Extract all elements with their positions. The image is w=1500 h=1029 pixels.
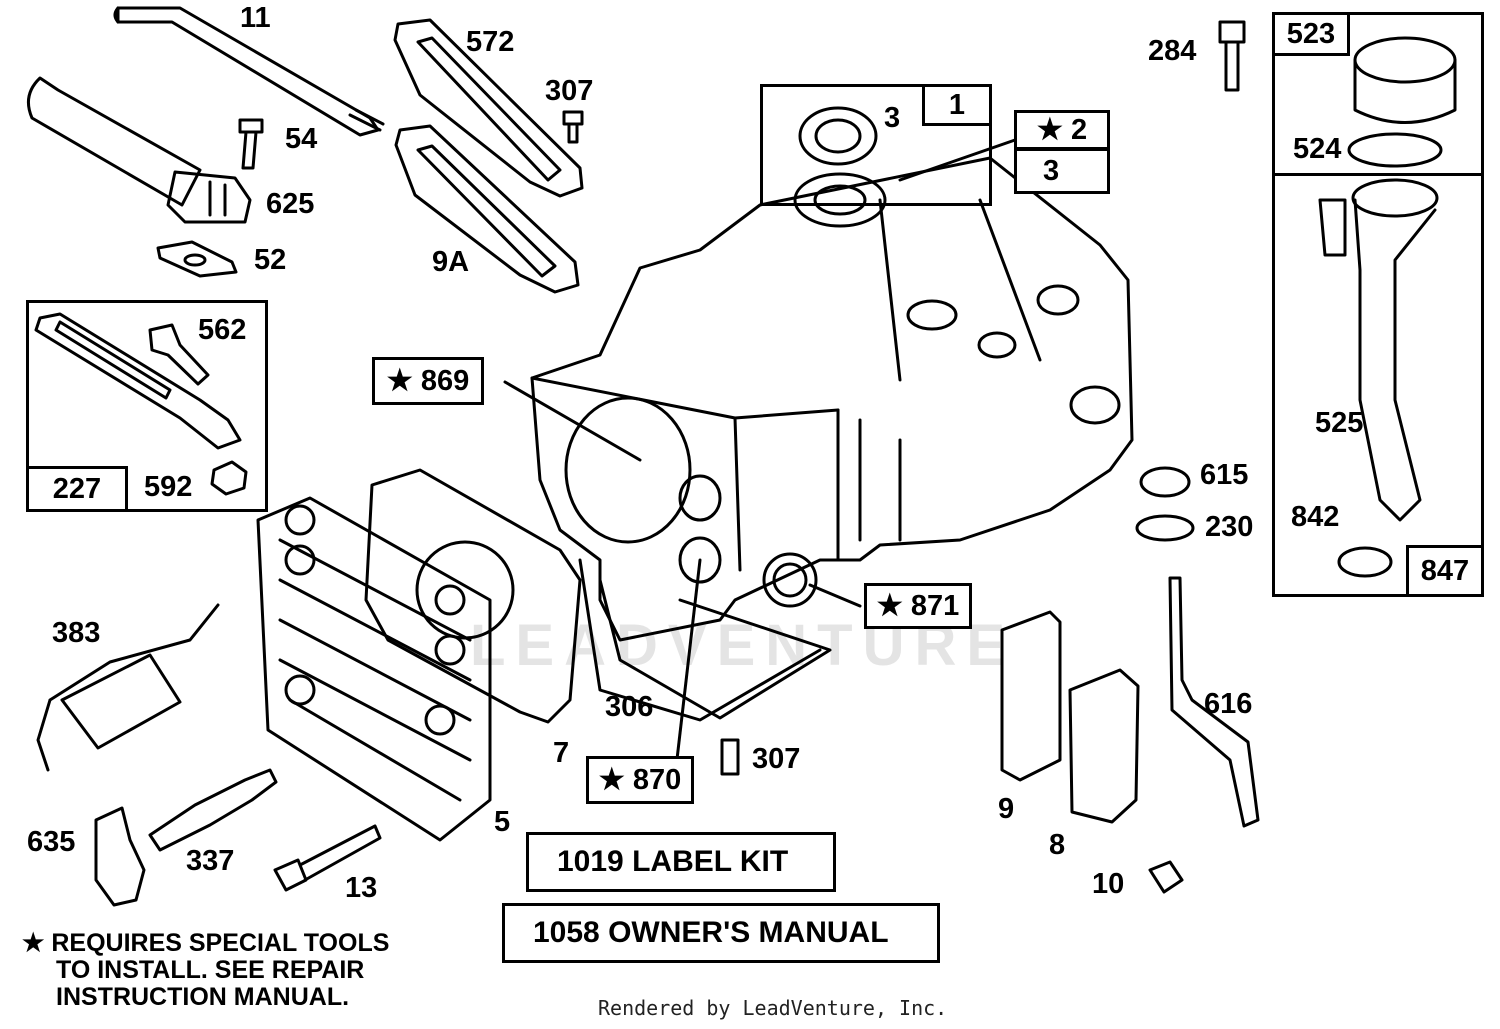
part-227-bracket — [34, 312, 248, 496]
label-871: 871 — [877, 591, 959, 621]
part-306-shroud — [598, 578, 832, 720]
leader-870 — [674, 558, 702, 770]
part-5-cylinder-head — [256, 496, 492, 842]
label-227: 227 — [52, 472, 102, 505]
label-5: 5 — [494, 806, 511, 838]
part-307-bolt-bottom — [720, 738, 740, 776]
owners-manual-box: 1058 OWNER'S MANUAL — [502, 903, 940, 963]
label-847: 847 — [1420, 554, 1470, 587]
special-tools-note: REQUIRES SPECIAL TOOLS TO INSTALL. SEE R… — [22, 930, 389, 1011]
label-10: 10 — [1092, 868, 1125, 900]
credit-text: Rendered by LeadVenture, Inc. — [598, 996, 948, 1020]
label-13: 13 — [345, 872, 378, 904]
part-13-bolt — [273, 824, 382, 892]
label-227-box: 227 — [26, 466, 128, 512]
part-52-gasket — [156, 240, 238, 278]
label-383: 383 — [52, 617, 101, 649]
note-line-2: TO INSTALL. SEE REPAIR — [56, 956, 365, 984]
leader-869 — [503, 380, 642, 462]
label-230: 230 — [1205, 511, 1254, 543]
label-11: 11 — [240, 2, 271, 34]
frame-227-kit — [26, 300, 268, 512]
label-562: 562 — [198, 314, 247, 346]
label-625: 625 — [266, 188, 315, 220]
part-307-bolt-top — [562, 110, 584, 144]
part-9a-gasket — [394, 124, 580, 294]
label-306: 306 — [605, 691, 654, 723]
label-337: 337 — [186, 845, 235, 877]
part-230-washer — [1135, 514, 1195, 542]
label-615: 615 — [1200, 459, 1249, 491]
label-635: 635 — [27, 826, 76, 858]
label-kit-text: 1019 LABEL KIT — [557, 845, 789, 878]
part-635-boot — [94, 806, 146, 907]
part-7-head-gasket — [364, 468, 582, 724]
leader-871 — [808, 583, 862, 608]
label-9a: 9A — [432, 246, 470, 278]
label-523: 523 — [1286, 17, 1336, 50]
part-3-oil-seal — [798, 106, 878, 166]
label-870-box: 870 — [586, 756, 694, 804]
label-kit-box: 1019 LABEL KIT — [526, 832, 836, 892]
label-3-seal: 3 — [884, 102, 901, 134]
part-383-lead — [36, 603, 220, 772]
owners-manual-text: 1058 OWNER'S MANUAL — [533, 916, 889, 949]
part-523-cap — [1353, 36, 1457, 124]
part-cylinder-block — [530, 156, 1134, 722]
label-9: 9 — [998, 793, 1015, 825]
part-525-dipstick-tube — [1318, 178, 1439, 522]
label-524: 524 — [1293, 133, 1342, 165]
label-870: 870 — [599, 765, 681, 795]
label-523-box: 523 — [1272, 12, 1350, 56]
part-572-gasket — [393, 18, 584, 198]
label-842: 842 — [1291, 501, 1340, 533]
label-8: 8 — [1049, 829, 1066, 861]
label-3-kit: 3 — [1043, 154, 1060, 187]
label-871-box: 871 — [864, 583, 972, 629]
leader-2 — [898, 138, 1017, 182]
part-337-spark-plug — [148, 768, 278, 852]
part-284-bolt — [1218, 20, 1246, 92]
label-1: 1 — [948, 88, 966, 121]
label-525: 525 — [1315, 407, 1364, 439]
part-616-governor — [1168, 576, 1260, 828]
label-869: 869 — [387, 366, 469, 396]
label-1-box: 1 — [922, 84, 992, 126]
label-307-bottom: 307 — [752, 743, 801, 775]
label-847-box: 847 — [1406, 545, 1484, 597]
part-615-washer — [1139, 466, 1191, 498]
part-8-cover — [1068, 668, 1140, 824]
frame-523-divider — [1272, 12, 1484, 176]
part-9-gasket — [1000, 610, 1062, 782]
label-52: 52 — [254, 244, 287, 276]
label-869-box: 869 — [372, 357, 484, 405]
label-284: 284 — [1148, 35, 1197, 67]
label-307-top: 307 — [545, 75, 594, 107]
part-524-seal — [1347, 132, 1443, 168]
label-7: 7 — [553, 737, 570, 769]
part-842-o-ring — [1337, 546, 1393, 578]
label-572: 572 — [466, 26, 515, 58]
part-625-breather-tube — [26, 76, 252, 224]
part-11-tube — [113, 6, 385, 137]
label-2-box: 2 — [1014, 110, 1110, 150]
label-2: 2 — [1037, 115, 1087, 145]
frame-1-kit — [760, 84, 992, 206]
note-line-3: INSTRUCTION MANUAL. — [56, 983, 350, 1011]
note-line-1: REQUIRES SPECIAL TOOLS — [22, 930, 389, 957]
part-54-bolt — [238, 118, 264, 170]
part-10-bolt — [1148, 860, 1184, 894]
label-616: 616 — [1204, 688, 1253, 720]
label-3-box: 3 — [1014, 148, 1110, 194]
label-54: 54 — [285, 123, 318, 155]
label-592: 592 — [144, 471, 193, 503]
